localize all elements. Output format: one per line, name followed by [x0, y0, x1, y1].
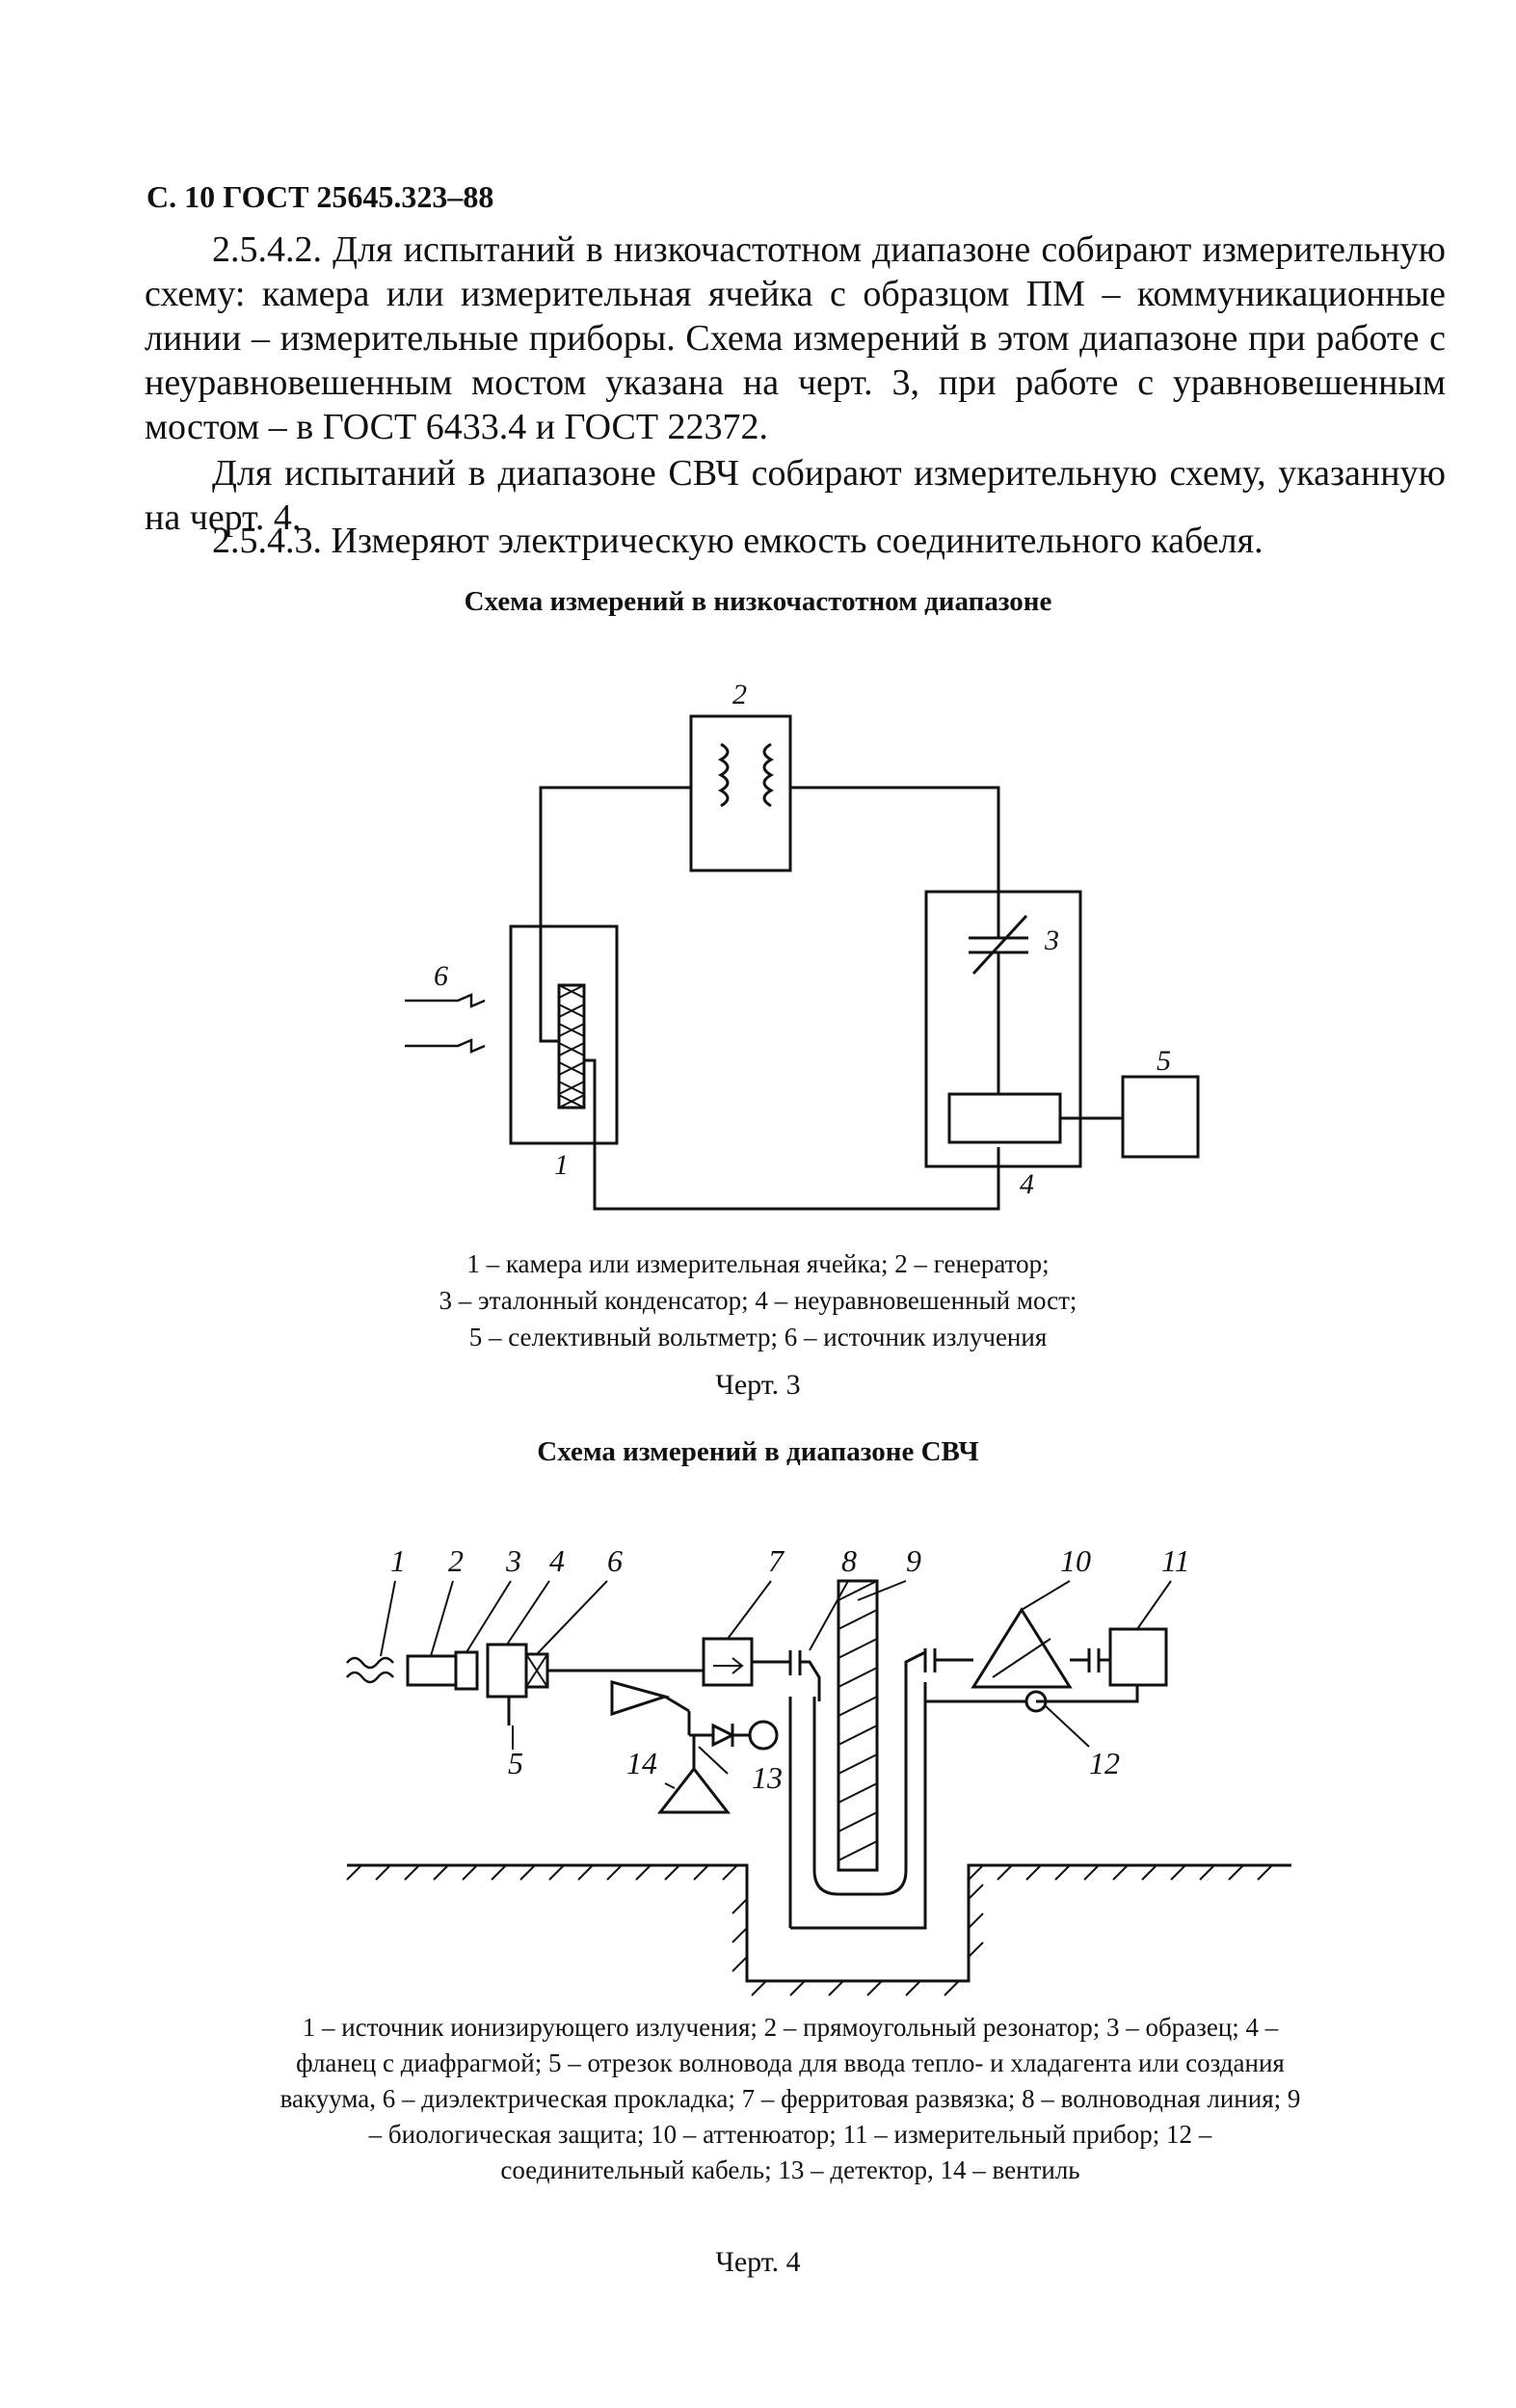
paragraph-microwave: Для испытаний в диапазоне СВЧ собирают и… [145, 453, 1446, 538]
waveguide-u [790, 1682, 927, 1930]
leaders [380, 1580, 1172, 1789]
fig4-label-4: 4 [549, 1543, 565, 1578]
fig3-label-2: 2 [732, 679, 747, 710]
sample-hatch-lines [558, 984, 585, 1109]
generator-coil-right [762, 742, 775, 808]
fig3-label-4: 4 [1020, 1168, 1034, 1200]
detector-wire [664, 1695, 690, 1713]
figure3-legend-line-1: 1 – камера или измерительная ячейка; 2 –… [466, 1249, 1050, 1278]
figure4-legend: 1 – источник ионизирующего излучения; 2 … [279, 2013, 1301, 2184]
valve-triangle [656, 1766, 731, 1814]
main-line-3 [800, 1660, 821, 1701]
fig4-label-2: 2 [448, 1543, 464, 1578]
fig4-label-10: 10 [1060, 1543, 1091, 1578]
radiation-arrow-2 [405, 1038, 486, 1054]
wire-left [539, 786, 691, 1043]
radiation-arrow-1 [405, 993, 486, 1008]
figure4-title: Схема измерений в диапазоне СВЧ [537, 1436, 979, 1467]
figure3-title: Схема измерений в низкочастотном диапазо… [464, 586, 1052, 617]
chamber-box [509, 924, 619, 1145]
attenuator-arrow [992, 1638, 1051, 1678]
fig3-label-5: 5 [1157, 1045, 1171, 1077]
fig4-label-9: 9 [906, 1543, 921, 1578]
capacitor-arrow [971, 914, 1028, 976]
figure3-legend-line-2: 3 – эталонный конденсатор; 4 – неуравнов… [439, 1286, 1077, 1315]
fig4-label-13: 13 [752, 1760, 783, 1795]
attenuator-triangle [971, 1607, 1073, 1689]
ground-hatch-left [346, 1864, 738, 1881]
generator-box [689, 714, 792, 872]
fig4-label-5: 5 [508, 1746, 523, 1780]
sample-hatched [557, 983, 586, 1110]
fig4-label-14: 14 [626, 1746, 657, 1780]
source-wave [346, 1656, 394, 1684]
detector-circle [748, 1720, 779, 1751]
isolator-symbol [713, 1657, 744, 1674]
wire-bottom [584, 1058, 1000, 1211]
wire-right [790, 786, 1000, 892]
shield-hatch [838, 1580, 878, 1861]
fig4-label-6: 6 [607, 1543, 623, 1578]
fig3-label-6: 6 [434, 960, 448, 992]
figure4-caption: Черт. 4 [715, 2246, 801, 2278]
voltmeter-box [1121, 1075, 1200, 1159]
fig4-label-7: 7 [768, 1543, 785, 1578]
generator-coil-left [717, 742, 730, 808]
right-branch [904, 1650, 926, 1697]
figure3-legend-line-3: 5 – селективный вольтметр; 6 – источник … [468, 1323, 1048, 1351]
fig4-label-1: 1 [390, 1543, 406, 1578]
paragraph-2-5-4-3: 2.5.4.3. Измеряют электрическую емкость … [212, 521, 1263, 561]
paragraph-2-5-4-2: 2.5.4.2. Для испытаний в низкочастотном … [145, 229, 1446, 447]
cable-line [1036, 1685, 1139, 1703]
spacer-cross [525, 1653, 548, 1688]
ground-left [347, 1863, 1291, 1983]
fig4-label-12: 12 [1089, 1746, 1120, 1780]
fig4-label-3: 3 [505, 1543, 521, 1578]
ground-hatch-right [968, 1864, 1273, 1881]
detector-triangle [610, 1680, 671, 1717]
fig3-label-3: 3 [1044, 924, 1059, 956]
fig3-label-1: 1 [554, 1149, 569, 1181]
page-header: С. 10 ГОСТ 25645.323–88 [146, 179, 494, 214]
figure3-legend: 1 – камера или измерительная ячейка; 2 –… [0, 1245, 1516, 1355]
fig4-label-11: 11 [1161, 1543, 1190, 1578]
fig4-label-8: 8 [841, 1543, 857, 1578]
bridge-box [924, 890, 1082, 1168]
ground-hatch-pit [731, 1884, 984, 1996]
figure3-caption: Черт. 3 [715, 1369, 801, 1401]
